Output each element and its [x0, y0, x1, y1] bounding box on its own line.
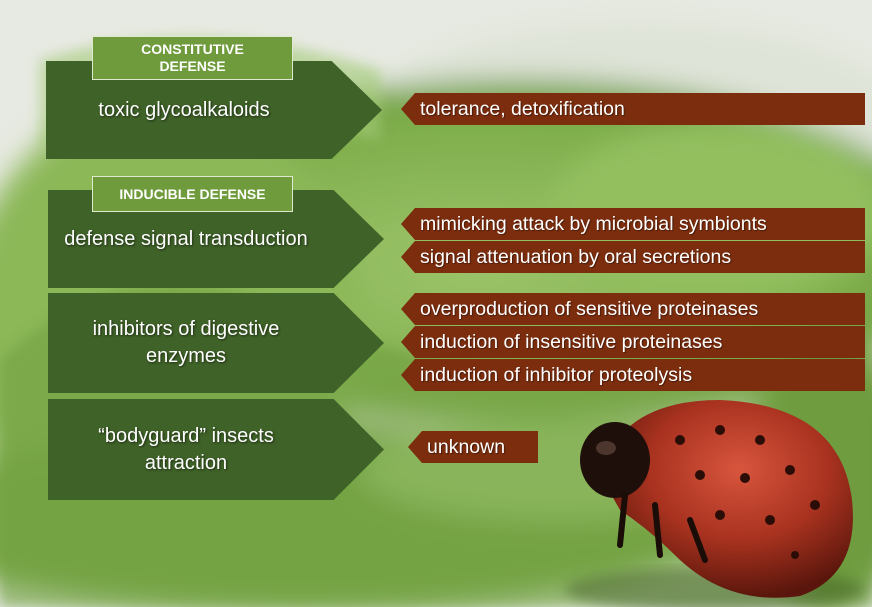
tag-label: CONSTITUTIVE DEFENSE	[121, 41, 264, 75]
counter-label: induction of inhibitor proteolysis	[420, 364, 692, 387]
counter-label: unknown	[427, 436, 505, 459]
tag-label: INDUCIBLE DEFENSE	[119, 186, 265, 203]
counter-box: overproduction of sensitive proteinases	[401, 293, 865, 325]
defense-label: “bodyguard” insects attraction	[58, 423, 314, 477]
counter-label: tolerance, detoxification	[420, 98, 625, 121]
defense-label: toxic glycoalkaloids	[98, 97, 269, 124]
counter-label: mimicking attack by microbial symbionts	[420, 213, 767, 236]
counter-box: induction of inhibitor proteolysis	[401, 359, 865, 391]
counter-box: signal attenuation by oral secretions	[401, 241, 865, 273]
counter-label: overproduction of sensitive proteinases	[420, 298, 758, 321]
counter-box: mimicking attack by microbial symbionts	[401, 208, 865, 240]
defense-box-digestive-inhibitors: inhibitors of digestive enzymes	[48, 293, 384, 393]
counter-label: induction of insensitive proteinases	[420, 331, 722, 354]
defense-label: defense signal transduction	[64, 226, 308, 253]
constitutive-defense-tag: CONSTITUTIVE DEFENSE	[92, 36, 293, 80]
counter-box: unknown	[408, 431, 538, 463]
counter-label: signal attenuation by oral secretions	[420, 246, 731, 269]
defense-label: inhibitors of digestive enzymes	[58, 316, 314, 370]
inducible-defense-tag: INDUCIBLE DEFENSE	[92, 176, 293, 212]
counter-box: tolerance, detoxification	[401, 93, 865, 125]
defense-box-bodyguard-insects: “bodyguard” insects attraction	[48, 399, 384, 500]
counter-box: induction of insensitive proteinases	[401, 326, 865, 358]
